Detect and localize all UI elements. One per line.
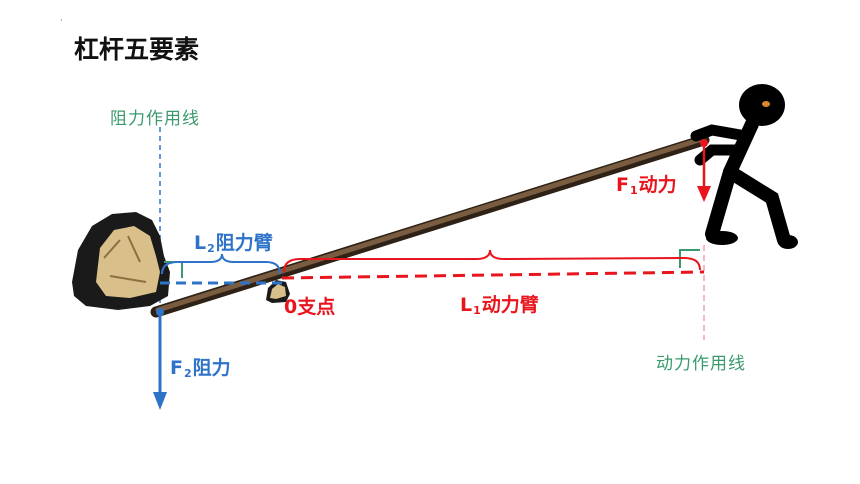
- rock-icon: [72, 212, 170, 310]
- right-angle-mark-effort: [679, 249, 700, 268]
- effort-line-label: 动力作用线: [656, 354, 746, 374]
- resistance-force-label: F2阻力: [170, 357, 231, 380]
- page-title: 杠杆五要素: [74, 35, 200, 64]
- resistance-arm-brace: [161, 253, 281, 275]
- resistance-force-arrow: [153, 308, 167, 410]
- stick-figure-icon: [690, 84, 798, 249]
- effort-arm-brace: [283, 249, 701, 273]
- effort-arm-label: L1动力臂: [460, 294, 539, 317]
- corner-mark: ·: [60, 16, 63, 25]
- resistance-arm-label: L2阻力臂: [194, 232, 273, 255]
- fulcrum-stone-icon: [266, 280, 290, 303]
- fulcrum-label: 0支点: [284, 296, 336, 318]
- effort-force-label: F1动力: [616, 174, 677, 197]
- resistance-line-label: 阻力作用线: [110, 109, 200, 129]
- effort-arm-dashed-line: [281, 270, 705, 280]
- effort-force-arrow: [697, 139, 711, 202]
